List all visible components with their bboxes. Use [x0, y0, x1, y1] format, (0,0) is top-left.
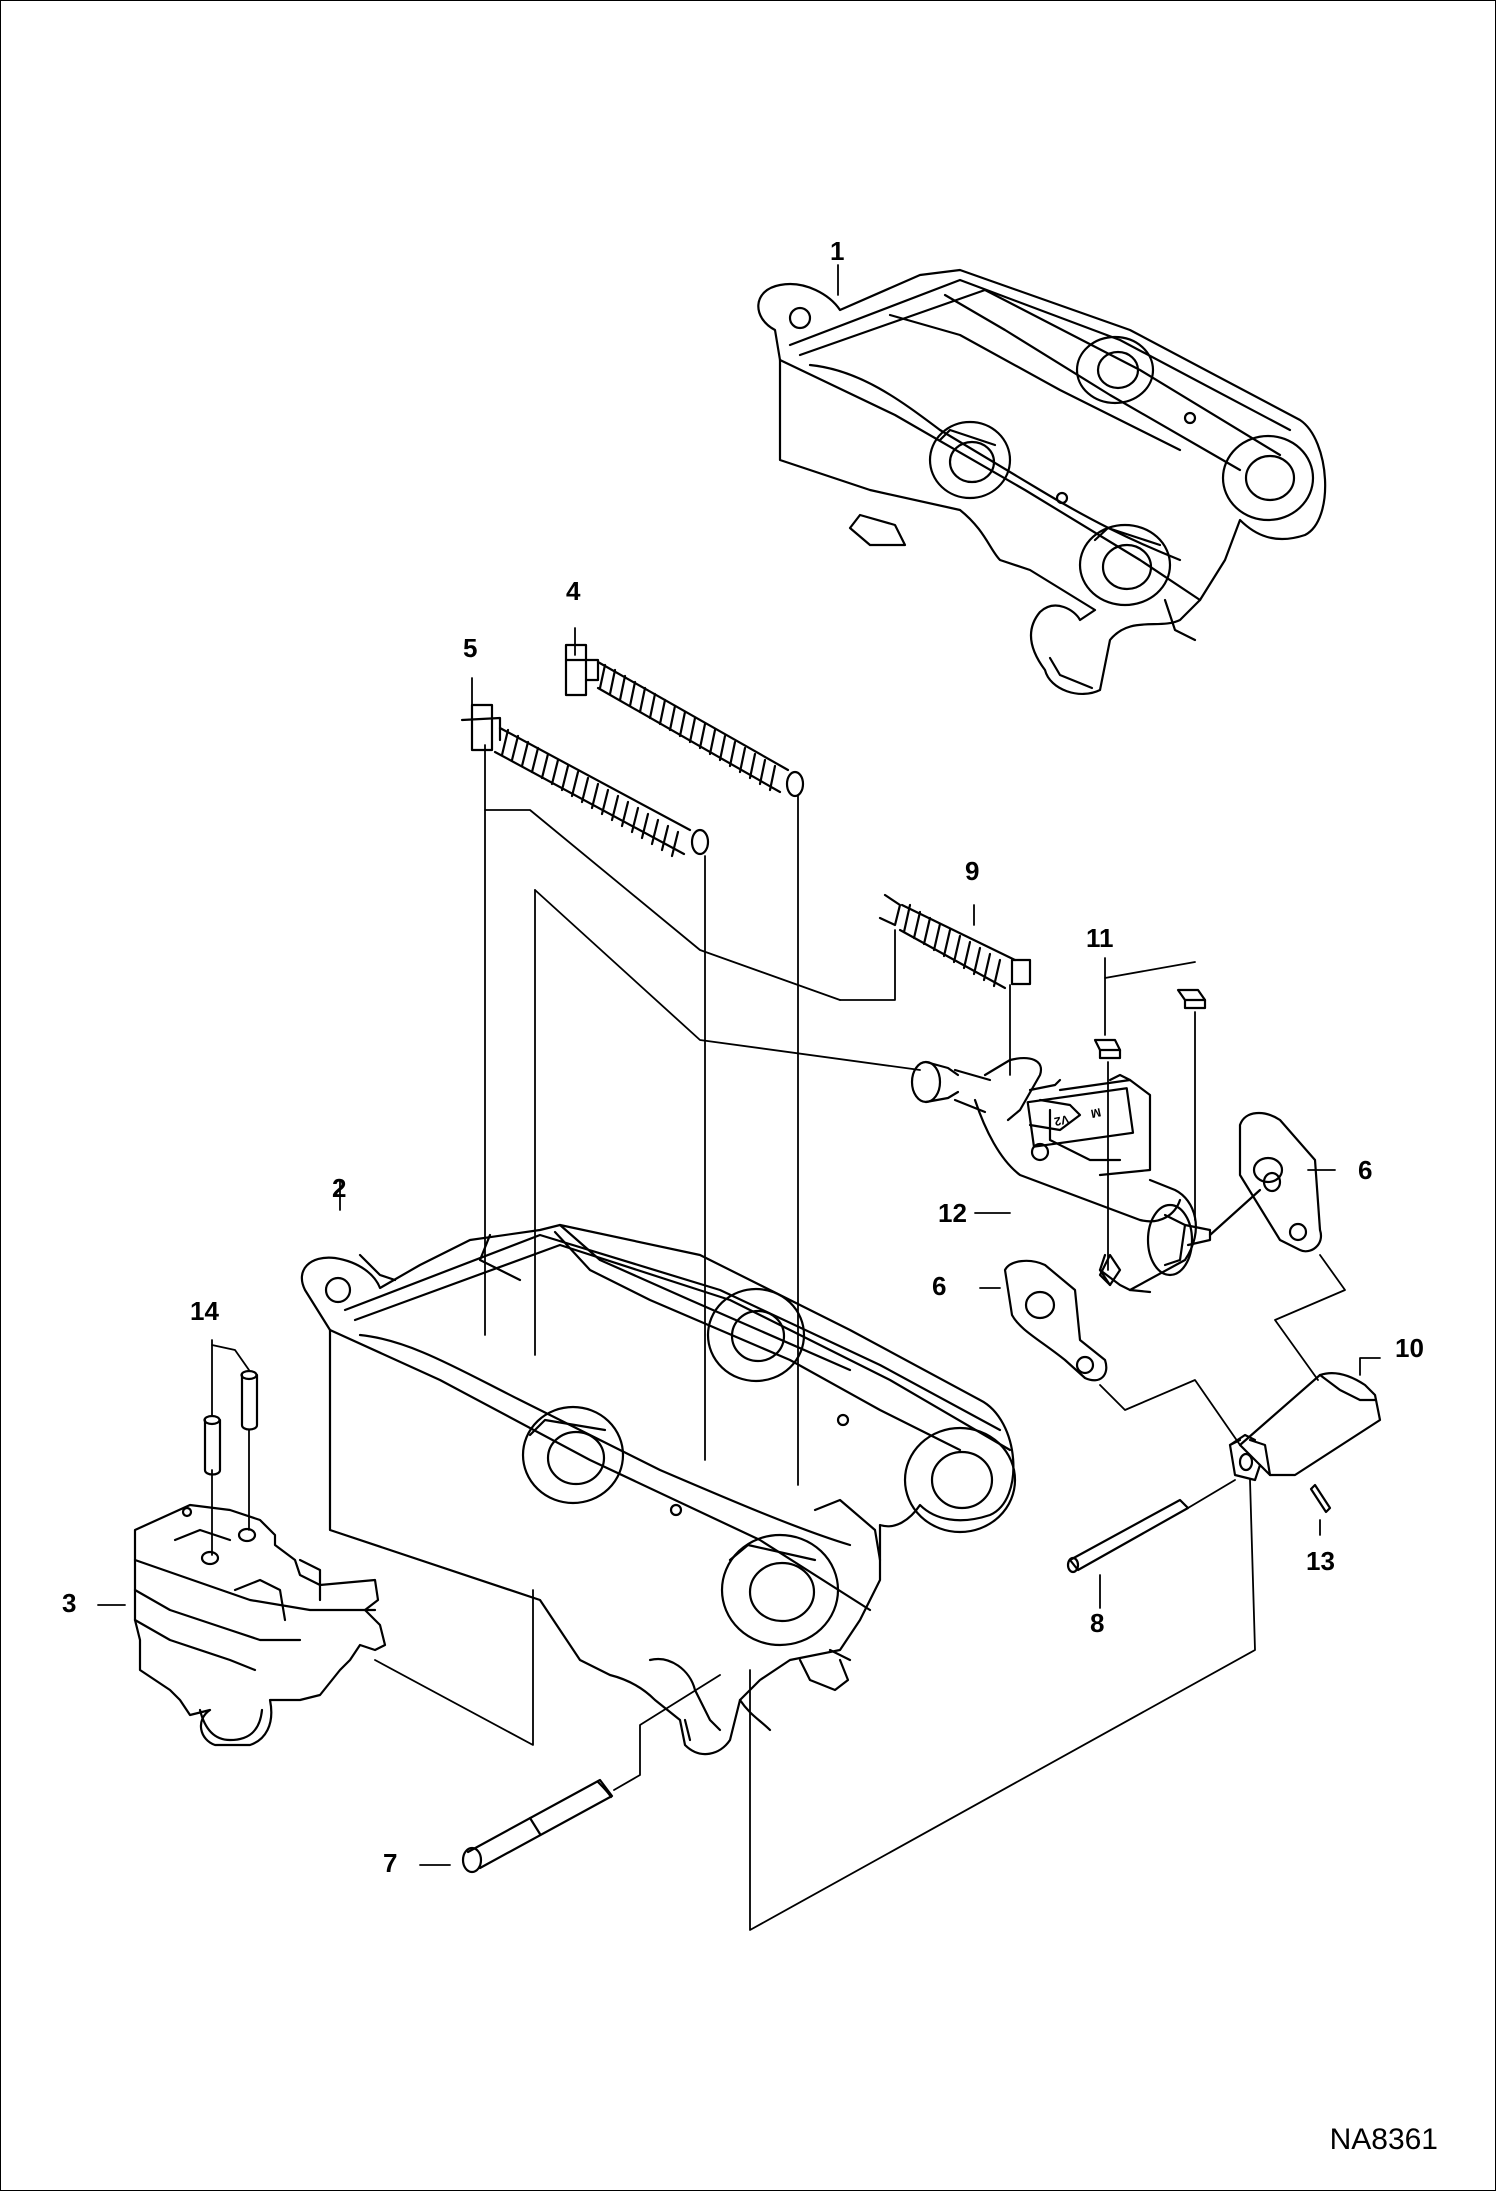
roll-pin-13: [1309, 1483, 1332, 1514]
rod-8: [1066, 1498, 1190, 1574]
callout-4: 4: [566, 576, 581, 606]
lock-block-3: [133, 1503, 387, 1747]
latch-10: [1228, 1371, 1382, 1482]
coupler-assembly-upper: [757, 268, 1327, 695]
callout-9: 9: [965, 856, 980, 886]
spring-9: [878, 893, 1032, 990]
callout-leaders: [97, 264, 1381, 1866]
lock-pins-11: [1093, 988, 1207, 1060]
link-plate-6-upper: [1238, 1112, 1323, 1253]
callout-5: 5: [463, 633, 478, 663]
cylinder-marking-right: M: [1090, 1105, 1103, 1121]
callout-6-lower: 6: [932, 1271, 947, 1301]
callout-10: 10: [1395, 1333, 1424, 1363]
figure-id: NA8361: [1329, 2123, 1438, 2156]
callout-12: 12: [938, 1198, 967, 1228]
callout-6-upper: 6: [1358, 1155, 1373, 1185]
cylinder-12: [910, 1057, 1262, 1294]
callout-11: 11: [1086, 923, 1114, 953]
callout-1: 1: [830, 236, 845, 266]
spring-5: [460, 703, 710, 858]
callout-13: 13: [1306, 1546, 1335, 1576]
spring-4: [564, 643, 805, 798]
link-plate-6-lower: [1003, 1259, 1108, 1382]
pivot-pin-7: [461, 1778, 614, 1874]
assembly-lines: [211, 744, 1346, 1931]
callout-14: 14: [190, 1296, 219, 1326]
callout-7: 7: [383, 1848, 398, 1878]
cylinder-marking-left: V2: [1053, 1112, 1071, 1129]
callout-8: 8: [1090, 1608, 1105, 1638]
callout-2: 2: [332, 1173, 347, 1203]
callout-3: 3: [62, 1588, 77, 1618]
coupler-frame-2: [300, 1223, 1017, 1756]
